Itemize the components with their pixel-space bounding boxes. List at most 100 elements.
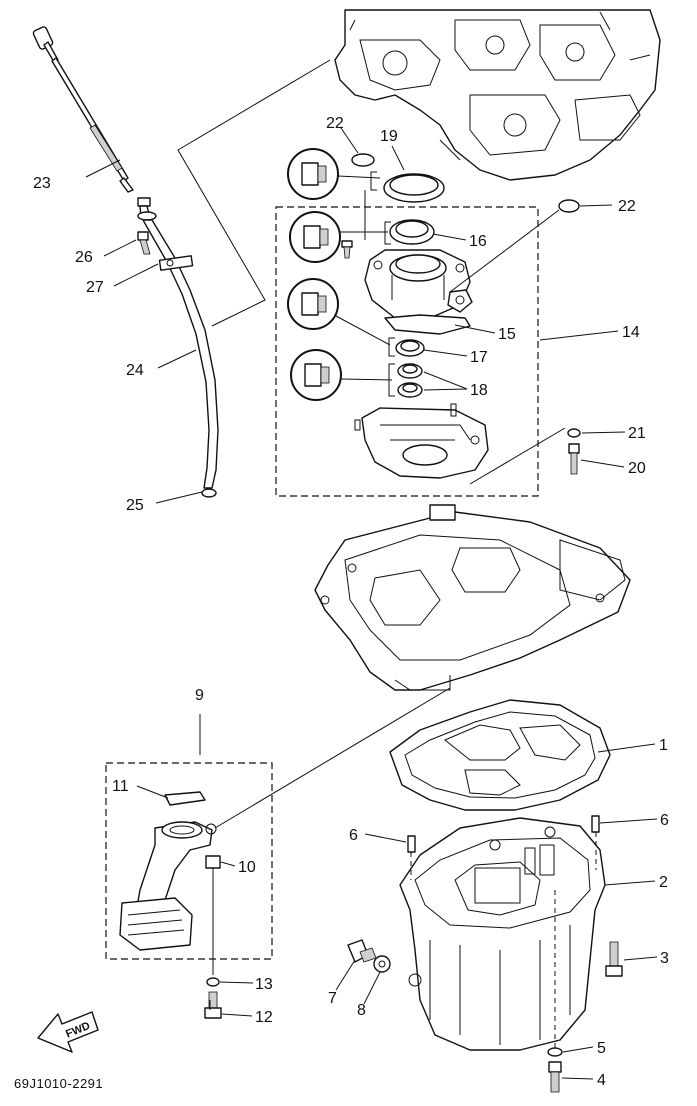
callout-22-right: 22 xyxy=(618,198,636,215)
bolt-reference-line xyxy=(469,427,566,485)
dipstick-guide-tube xyxy=(137,197,219,489)
sealant-pointer xyxy=(340,221,391,245)
sealant-pointer xyxy=(335,315,395,357)
bolt-20 xyxy=(568,443,580,475)
clip-11 xyxy=(164,791,206,806)
callout-4: 4 xyxy=(597,1072,606,1089)
oil-seal-16 xyxy=(389,219,435,245)
o-ring-25 xyxy=(201,488,217,498)
leader-line xyxy=(85,159,121,178)
leader-line xyxy=(432,233,467,241)
leader-line xyxy=(449,209,560,293)
leader-line xyxy=(580,459,625,468)
leader-line xyxy=(136,785,169,799)
gasket-15 xyxy=(384,314,471,335)
bolt-10 xyxy=(205,855,221,975)
oil-pan xyxy=(399,817,606,1051)
strainer-reference-line xyxy=(214,687,451,829)
o-ring-22-right xyxy=(558,199,580,213)
sealant-icon xyxy=(290,349,342,401)
leader-line xyxy=(454,324,496,334)
bolt-3 xyxy=(605,941,623,977)
leader-line xyxy=(219,981,254,984)
fwd-arrow-icon: FWD xyxy=(37,1011,99,1053)
washer-5 xyxy=(547,1047,563,1057)
leader-line xyxy=(539,330,619,341)
oil-seal-housing-group-box xyxy=(275,206,539,497)
drain-bolt-7 xyxy=(347,939,377,963)
callout-26: 26 xyxy=(75,249,93,266)
oil-seals-18 xyxy=(397,363,423,398)
bolt-12 xyxy=(204,991,222,1019)
screw xyxy=(341,240,353,259)
leader-line xyxy=(597,743,656,753)
leader-line xyxy=(423,349,468,357)
leader-line xyxy=(579,204,613,207)
callout-25: 25 xyxy=(126,497,144,514)
sealant-pointer xyxy=(337,171,381,191)
diagram-reference-code: 69J1010-2291 xyxy=(14,1076,103,1091)
bolt-4 xyxy=(548,1061,562,1093)
lower-housing xyxy=(354,403,489,479)
oil-strainer-group-box xyxy=(105,762,273,960)
leader-line xyxy=(221,1013,253,1017)
callout-17: 17 xyxy=(470,349,488,366)
leader-line xyxy=(103,239,137,257)
callout-7: 7 xyxy=(328,990,337,1007)
callout-15: 15 xyxy=(498,326,516,343)
oil-seal-17 xyxy=(395,339,425,357)
callout-3: 3 xyxy=(660,950,669,967)
callout-19: 19 xyxy=(380,128,398,145)
callout-22-upper: 22 xyxy=(326,115,344,132)
dowel-pin-6-left xyxy=(407,835,416,853)
callout-20: 20 xyxy=(628,460,646,477)
callout-21: 21 xyxy=(628,425,646,442)
callout-8: 8 xyxy=(357,1002,366,1019)
o-ring-22-upper xyxy=(351,153,375,167)
leader-line xyxy=(157,349,197,369)
callout-5: 5 xyxy=(597,1040,606,1057)
leader-line xyxy=(581,431,626,434)
gasket-1 xyxy=(389,699,611,811)
oil-strainer xyxy=(119,821,217,951)
leader-line xyxy=(599,818,658,824)
sealant-icon xyxy=(289,211,341,263)
washer-13 xyxy=(206,977,220,987)
leader-line xyxy=(391,145,405,171)
leader-line xyxy=(113,263,159,287)
leader-line xyxy=(364,833,407,843)
callout-24: 24 xyxy=(126,362,144,379)
leader-line xyxy=(220,861,236,867)
upper-casing xyxy=(314,504,631,691)
dowel-pin-6-right xyxy=(591,815,600,833)
callout-6-left: 6 xyxy=(349,827,358,844)
callout-11: 11 xyxy=(112,778,129,795)
callout-9: 9 xyxy=(195,687,204,704)
oil-seal-housing xyxy=(364,249,473,319)
callout-10: 10 xyxy=(238,859,256,876)
sealant-icon xyxy=(287,148,339,200)
callout-1: 1 xyxy=(659,737,668,754)
leader-line xyxy=(340,127,359,154)
callout-27: 27 xyxy=(86,279,104,296)
callout-2: 2 xyxy=(659,874,668,891)
sealant-icon xyxy=(287,278,339,330)
callout-13: 13 xyxy=(255,976,273,993)
leader-line xyxy=(604,880,656,886)
engine-block xyxy=(334,9,661,181)
leader-line xyxy=(562,1046,594,1053)
bolt-26 xyxy=(137,231,151,255)
leader-line xyxy=(363,971,381,1005)
callout-14: 14 xyxy=(622,324,640,341)
callout-12: 12 xyxy=(255,1009,273,1026)
leader-line xyxy=(423,371,468,391)
sealant-pointer xyxy=(340,363,395,397)
washer-21 xyxy=(567,428,581,438)
leader-line xyxy=(623,956,658,961)
oil-seal-19 xyxy=(383,173,445,203)
callout-16: 16 xyxy=(469,233,487,250)
dipstick xyxy=(32,26,134,193)
leader-line xyxy=(155,491,203,504)
callout-18: 18 xyxy=(470,382,488,399)
